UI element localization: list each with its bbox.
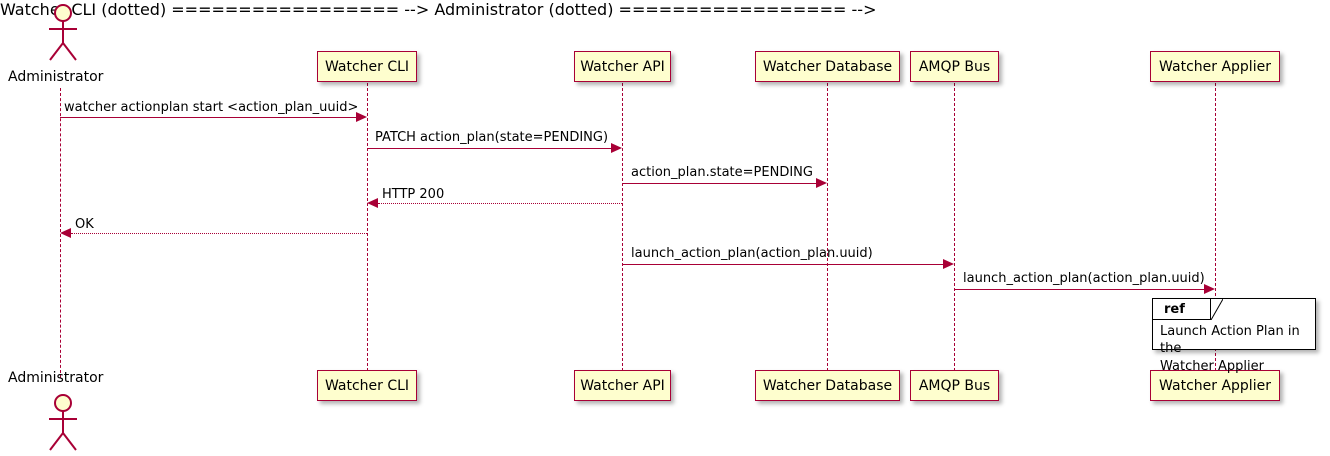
ref-fragment-tab-label: ref [1164,302,1185,317]
participant-amqp-bus-bottom[interactable]: AMQP Bus [910,370,999,401]
message-line-3 [622,183,816,184]
message-arrowhead-4 [367,198,378,208]
ref-fragment[interactable]: ref Launch Action Plan in the Watcher Ap… [1152,298,1316,374]
message-arrowhead-1 [356,112,367,122]
lifeline-watcher-applier [1215,83,1216,371]
message-line-6 [622,264,943,265]
ref-fragment-body: Launch Action Plan in the Watcher Applie… [1160,324,1300,374]
actor-administrator-top [49,4,77,61]
message-line-5 [71,233,367,234]
message-label-5: OK [75,217,94,232]
message-arrowhead-2 [611,143,622,153]
participant-watcher-api-bottom[interactable]: Watcher API [574,370,671,401]
message-label-4: HTTP 200 [382,187,445,202]
message-line-2 [367,148,611,149]
participant-watcher-applier-top[interactable]: Watcher Applier [1150,51,1280,82]
message-label-3: action_plan.state=PENDING [631,165,813,180]
message-label-7: launch_action_plan(action_plan.uuid) [963,271,1205,286]
message-label-1: watcher actionplan start <action_plan_uu… [64,100,359,115]
message-arrowhead-5 [60,228,71,238]
participant-watcher-cli-top[interactable]: Watcher CLI [317,51,417,82]
message-label-2: PATCH action_plan(state=PENDING) [375,130,609,145]
actor-label-administrator-bottom: Administrator [8,370,104,386]
actor-administrator-bottom [49,394,77,451]
ref-fragment-tab [1153,299,1211,320]
lifeline-watcher-cli [367,83,368,371]
message-line-4 [378,203,622,204]
message-arrowhead-3 [816,178,827,188]
participant-watcher-cli-bottom[interactable]: Watcher CLI [317,370,417,401]
participant-watcher-api-top[interactable]: Watcher API [574,51,671,82]
message-arrowhead-7 [1204,284,1215,294]
message-arrowhead-6 [943,259,954,269]
lifeline-watcher-database [827,83,828,371]
participant-watcher-applier-bottom[interactable]: Watcher Applier [1150,370,1280,401]
message-line-7 [954,289,1204,290]
lifeline-amqp-bus [954,83,955,371]
actor-label-administrator-top: Administrator [8,69,104,85]
participant-watcher-database-top[interactable]: Watcher Database [755,51,900,82]
message-line-1 [60,117,356,118]
participant-amqp-bus-top[interactable]: AMQP Bus [910,51,999,82]
message-label-6: launch_action_plan(action_plan.uuid) [631,246,873,261]
ref-fragment-tab-corner [1211,299,1223,320]
participant-watcher-database-bottom[interactable]: Watcher Database [755,370,900,401]
lifeline-watcher-api [622,83,623,371]
